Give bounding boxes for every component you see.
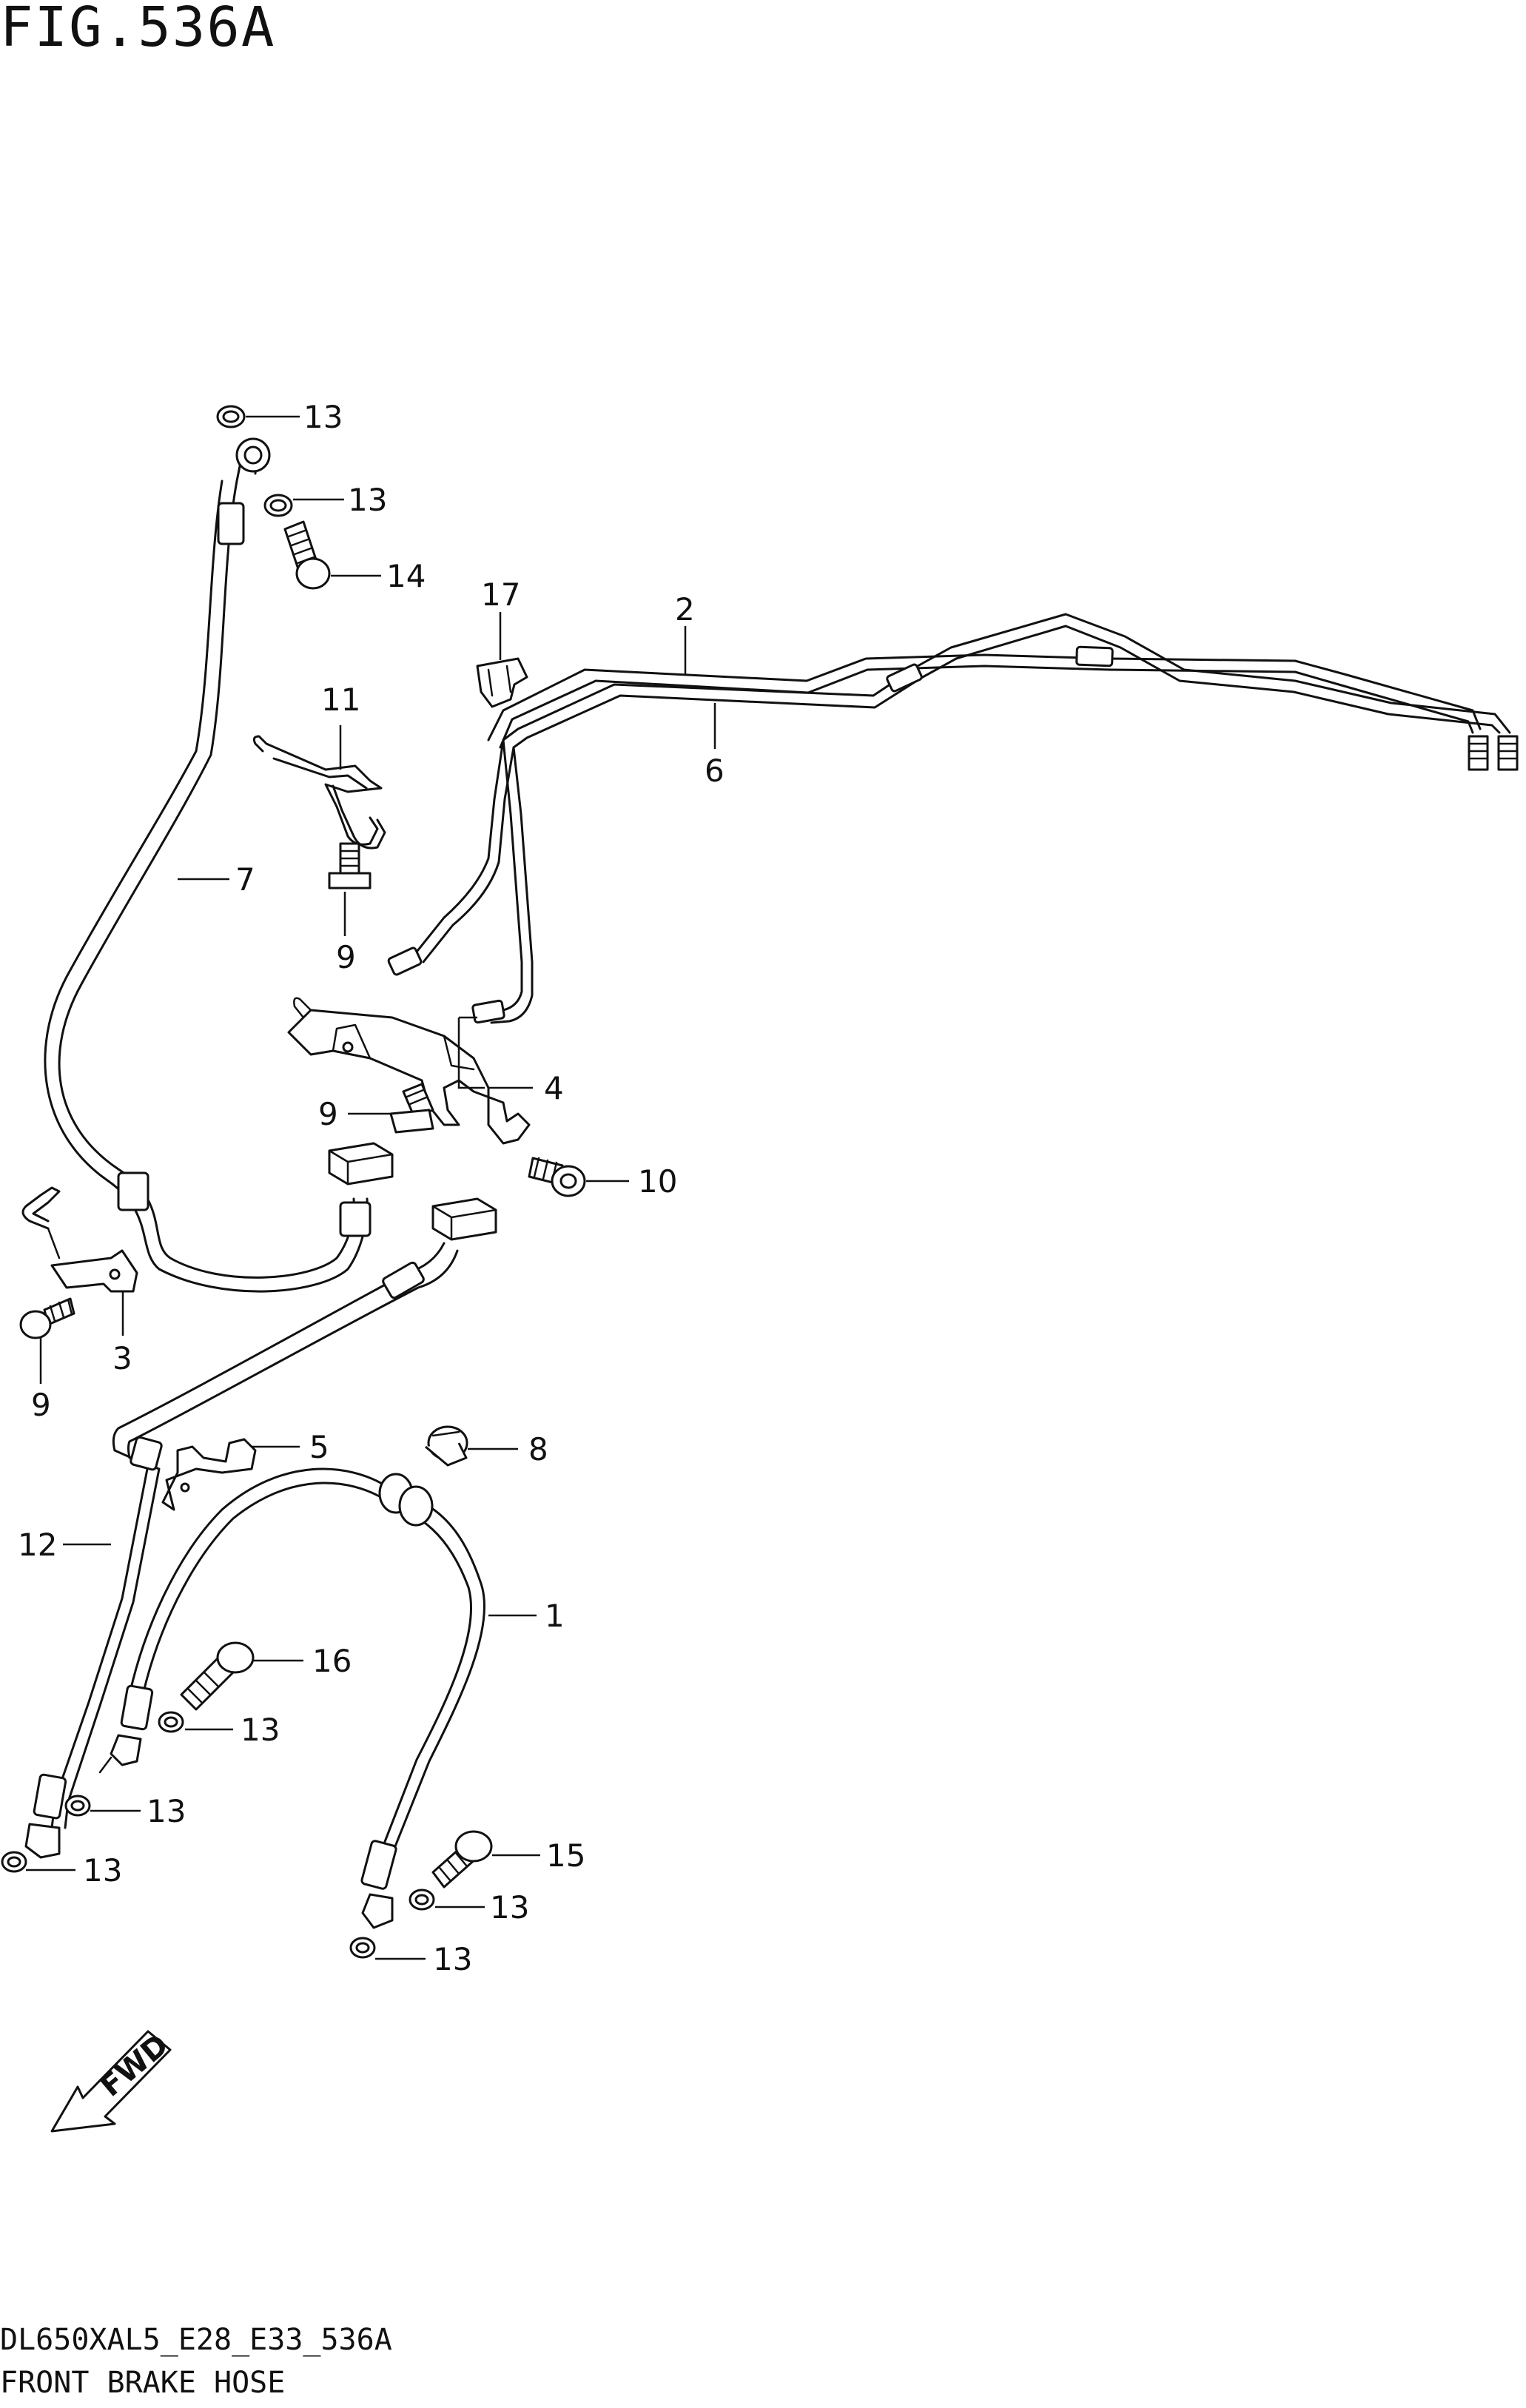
washer-13-top-b[interactable] [263,494,293,517]
callout-2: 2 [675,591,695,628]
bolt-9-left[interactable] [19,1297,75,1339]
pipe-end-fittings-right [1468,735,1519,771]
bolt-15-union[interactable] [431,1830,493,1889]
callout-14: 14 [386,558,426,594]
figure-caption: FRONT BRAKE HOSE [0,2366,286,2400]
washer-13-lower-c[interactable] [1,1851,27,1873]
part-12-brake-hose[interactable] [24,1242,459,1859]
bolt-16-union[interactable] [180,1641,255,1711]
bolt-9-upper[interactable] [328,842,372,889]
pipe-lower-branches [387,739,534,1024]
connector-block-right [431,1197,497,1241]
leader-lines [26,415,716,1960]
bracket-11[interactable] [252,735,386,850]
callout-13: 13 [241,1712,280,1748]
callout-9: 9 [336,939,356,975]
callout-4: 4 [544,1070,564,1106]
bolt-10[interactable] [528,1157,586,1197]
washer-13-top-a[interactable] [216,405,246,428]
callout-3: 3 [112,1340,132,1376]
callout-6: 6 [705,753,725,789]
part-2-brake-pipe[interactable] [487,653,1482,749]
callout-7: 7 [235,861,255,898]
callout-13: 13 [147,1793,186,1829]
callout-9: 9 [31,1387,51,1423]
fwd-label: FWD [94,2028,175,2104]
bracket-4[interactable] [287,997,531,1145]
callout-11: 11 [321,682,360,718]
connector-block-left [328,1142,394,1185]
bracket-3[interactable] [21,1186,138,1293]
clamp-8[interactable] [425,1425,468,1467]
callout-13: 13 [348,482,387,518]
part-6-brake-pipe[interactable] [493,613,1511,801]
clip-5[interactable] [161,1438,257,1511]
part-1-brake-hose[interactable] [98,1467,485,1929]
callout-10: 10 [638,1163,677,1200]
callout-13: 13 [83,1852,122,1889]
hose-7-clamp-sleeve [117,1171,149,1211]
callout-12: 12 [18,1527,57,1563]
callout-16: 16 [312,1643,352,1679]
figure-title: FIG.536A [0,0,276,59]
hose-7-fitting-bottom [339,1201,372,1237]
bolt-9-middle[interactable] [389,1083,434,1134]
washer-13-lower-a[interactable] [158,1711,184,1733]
callout-labels: 13 13 14 17 2 6 11 7 9 4 9 10 3 9 5 8 12… [18,399,725,1977]
part-7-brake-hose[interactable] [44,437,372,1293]
washer-13-lower-d[interactable] [409,1889,435,1911]
callout-13: 13 [433,1941,472,1977]
callout-13: 13 [303,399,343,435]
callout-13: 13 [490,1889,529,1926]
callout-1: 1 [545,1598,565,1634]
callout-17: 17 [481,576,520,613]
hose-7-fitting-top [217,502,245,545]
washer-13-lower-b[interactable] [64,1795,91,1817]
callout-15: 15 [546,1837,585,1874]
callout-8: 8 [528,1431,548,1467]
bolt-14-union[interactable] [283,520,331,590]
clip-17[interactable] [476,657,528,708]
model-code: DL650XAL5_E28_E33_536A [0,2323,392,2357]
callout-5: 5 [309,1429,329,1465]
callout-9: 9 [318,1096,338,1132]
fwd-direction-arrow: FWD [50,2028,175,2133]
washer-13-lower-e[interactable] [349,1937,376,1959]
